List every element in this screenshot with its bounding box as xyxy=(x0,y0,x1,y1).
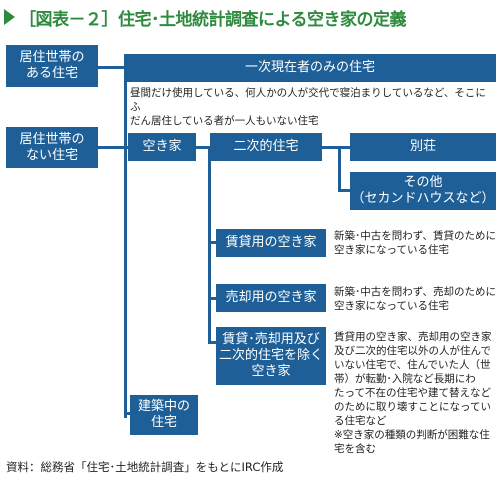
box-secondary: 二次的住宅 xyxy=(210,133,322,161)
desc-temporary-present: 昼間だけ使用している、何人かの人が交代で寝泊まりしているなど、そこにふ だん居住… xyxy=(130,87,486,127)
box-under-construction-label: 建築中の 住宅 xyxy=(137,399,190,430)
desc-for-rent: 新築･中古を問わず、賃貸のために 空き家になっている住宅 xyxy=(334,230,497,256)
figure-title-text: ［図表－２］住宅･土地統計調査による空き家の定義 xyxy=(19,9,407,30)
box-secondary-label: 二次的住宅 xyxy=(233,139,299,154)
box-vacant: 空き家 xyxy=(128,133,196,161)
connector-secondary-villa xyxy=(322,146,350,149)
box-temporary-present-label: 一次現在者のみの住宅 xyxy=(244,60,375,75)
source-note: 資料：総務省「住宅･土地統計調査」をもとにIRC作成 xyxy=(6,460,284,474)
connector-vacant-vertical xyxy=(208,146,211,344)
box-for-sale: 売却用の空き家 xyxy=(216,284,326,312)
box-villa-label: 別荘 xyxy=(409,139,436,154)
connector-other-secondary xyxy=(338,189,350,192)
connector-vacant-secondary xyxy=(196,146,210,149)
connector-for-rent xyxy=(208,241,216,244)
box-for-rent-label: 賃貸用の空き家 xyxy=(225,235,317,250)
box-other-secondary-label: その他 （セカンドハウスなど） xyxy=(351,175,495,206)
box-without-residents: 居住世帯の ない住宅 xyxy=(6,127,98,168)
box-with-residents-label: 居住世帯の ある住宅 xyxy=(19,50,85,81)
connector-main-vertical xyxy=(124,66,127,418)
box-under-construction: 建築中の 住宅 xyxy=(130,395,198,435)
box-for-rent: 賃貸用の空き家 xyxy=(216,229,326,257)
box-with-residents: 居住世帯の ある住宅 xyxy=(6,45,98,87)
connector-top xyxy=(98,66,127,69)
box-other-vacant: 賃貸･売却用及び 二次的住宅を除く 空き家 xyxy=(216,327,326,385)
box-for-sale-label: 売却用の空き家 xyxy=(225,290,317,305)
desc-for-sale: 新築･中古を問わず、売却のために 空き家になっている住宅 xyxy=(334,286,497,312)
figure-title: ［図表－２］住宅･土地統計調査による空き家の定義 xyxy=(4,4,407,30)
connector-under-construction xyxy=(124,412,130,415)
box-other-vacant-label: 賃貸･売却用及び 二次的住宅を除く 空き家 xyxy=(218,332,323,379)
connector-other-vacant xyxy=(208,341,216,344)
box-other-secondary: その他 （セカンドハウスなど） xyxy=(350,172,496,210)
box-vacant-label: 空き家 xyxy=(142,139,182,154)
box-temporary-present: 一次現在者のみの住宅 xyxy=(124,54,496,82)
box-villa: 別荘 xyxy=(350,133,496,161)
connector-secondary-vertical xyxy=(338,146,341,192)
desc-other-vacant: 賃貸用の空き家、売却用の空き家 及び二次的住宅以外の人が住んで いない住宅で、住… xyxy=(334,331,492,455)
box-without-residents-label: 居住世帯の ない住宅 xyxy=(19,131,85,163)
triangle-icon xyxy=(4,9,15,25)
connector-for-sale xyxy=(208,297,216,300)
connector-without-residents xyxy=(98,146,128,149)
